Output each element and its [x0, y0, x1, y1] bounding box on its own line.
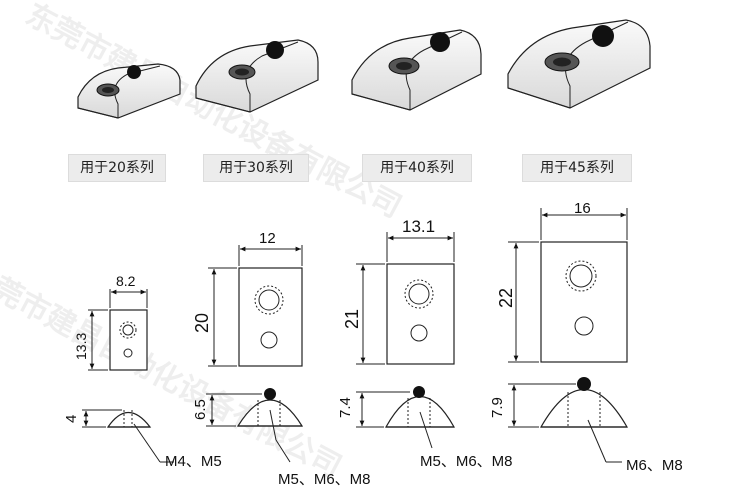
width-dim-30: 12 [259, 230, 276, 247]
top-view-30 [208, 245, 303, 367]
series-label-20: 用于20系列 [68, 154, 166, 182]
depth-dim-40: 7.4 [337, 397, 354, 418]
width-dim-45: 16 [574, 200, 591, 217]
height-dim-20: 13.3 [73, 333, 89, 360]
top-view-40 [356, 232, 455, 365]
width-dim-40: 13.1 [402, 217, 435, 236]
series-label-45: 用于45系列 [522, 154, 632, 182]
nut-illustration-45 [507, 19, 651, 109]
thread-callout-45: M6、M8 [626, 457, 683, 474]
thread-callout-40: M5、M6、M8 [420, 453, 513, 470]
profile-view-20 [82, 409, 174, 463]
nut-illustration-40 [351, 29, 482, 111]
depth-dim-30: 6.5 [192, 399, 209, 420]
depth-dim-45: 7.9 [489, 397, 506, 418]
profile-view-30 [206, 388, 304, 463]
nut-illustration-20 [77, 63, 181, 119]
height-dim-40: 21 [342, 309, 362, 329]
width-dim-20: 8.2 [116, 273, 136, 289]
thread-callout-30: M5、M6、M8 [278, 471, 371, 488]
thread-callout-20: M4、M5 [165, 453, 222, 470]
profile-view-45 [508, 377, 629, 463]
top-view-45 [508, 208, 628, 363]
depth-dim-20: 4 [63, 415, 80, 423]
nut-illustration-30 [195, 39, 319, 113]
height-dim-45: 22 [496, 288, 516, 308]
top-view-20 [88, 289, 148, 371]
series-label-40: 用于40系列 [362, 154, 472, 182]
series-label-30: 用于30系列 [203, 154, 309, 182]
height-dim-30: 20 [192, 313, 212, 333]
profile-view-40 [356, 386, 456, 449]
